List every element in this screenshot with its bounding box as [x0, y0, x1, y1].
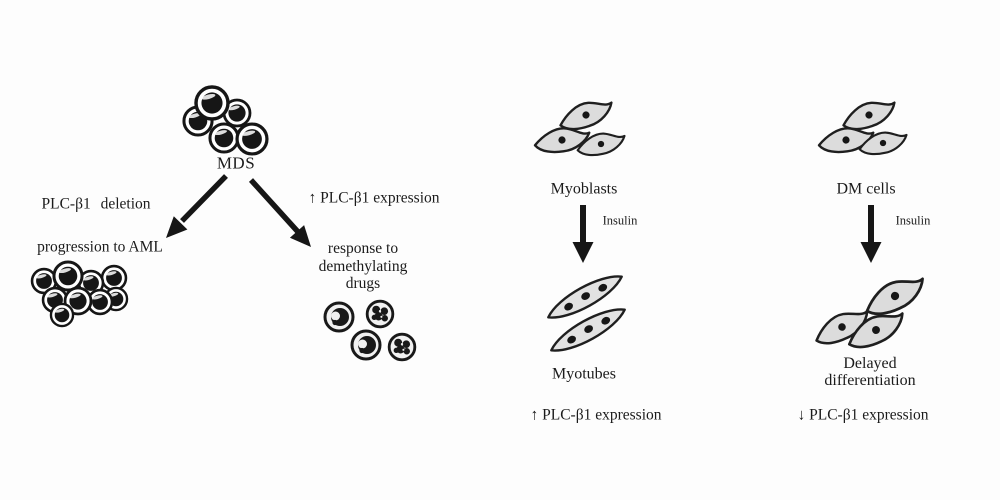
plcb1-deletion-label: PLC-β1 deletion [41, 195, 151, 213]
dm-cells-icon [817, 100, 908, 159]
delayed-differentiation-label: Delayed differentiation [824, 355, 915, 389]
insulin-label-right: Insulin [895, 213, 931, 228]
plcb1-up-expression-label: ↑ PLC-β1 expression [308, 189, 440, 207]
aml-cells-icon [30, 260, 129, 328]
arrow-expression-icon [248, 178, 311, 247]
delayed-cells-icon [811, 276, 929, 351]
insulin-label-mid: Insulin [602, 213, 638, 228]
myotubes-expression-label: ↑ PLC-β1 expression [530, 406, 662, 424]
response-line-2: demethylating [318, 257, 408, 275]
demethylating-response-label: response to demethylating drugs [319, 240, 408, 293]
progression-to-aml-label: progression to AML [37, 238, 163, 256]
delayed-line-1: Delayed [843, 355, 897, 372]
mds-label: MDS [216, 153, 256, 173]
dm-expression-label: ↓ PLC-β1 expression [797, 406, 929, 424]
insulin-arrow-right-icon [860, 205, 882, 263]
insulin-arrow-mid-icon [572, 205, 594, 263]
myoblasts-label: Myoblasts [550, 180, 618, 198]
treated-cells-icon [323, 299, 417, 362]
arrow-deletion-icon [166, 174, 228, 238]
myotubes-label: Myotubes [552, 365, 616, 383]
response-line-1: response to [327, 239, 399, 257]
delayed-line-2: differentiation [824, 372, 916, 389]
response-line-3: drugs [345, 274, 381, 292]
myotube-cells-icon [542, 266, 631, 361]
myoblast-cells-icon [533, 100, 626, 159]
mds-cells-icon [182, 85, 269, 156]
dm-cells-label: DM cells [836, 180, 896, 198]
